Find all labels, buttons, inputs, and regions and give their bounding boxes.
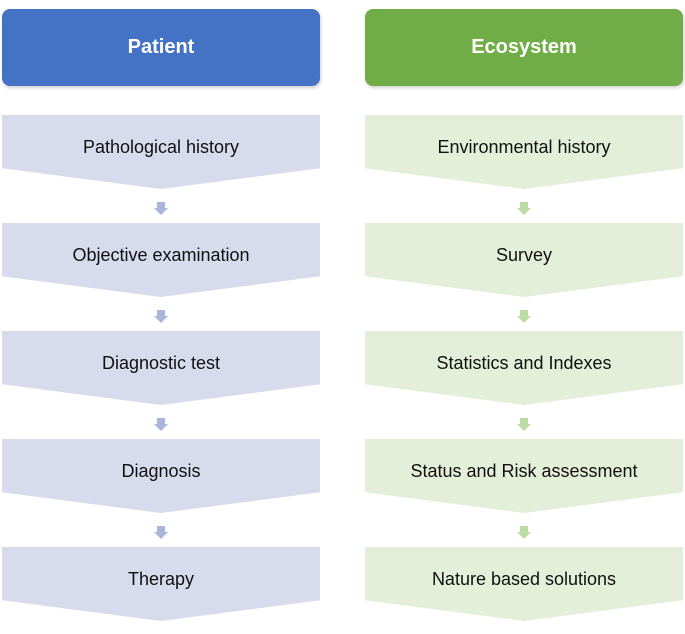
down-arrow-icon — [154, 418, 168, 432]
ecosystem-step-survey: Survey — [365, 223, 683, 297]
down-arrow-icon — [517, 202, 531, 216]
patient-column: Patient Pathological history Objective e… — [2, 0, 320, 634]
ecosystem-step-status-and-risk-assessment: Status and Risk assessment — [365, 439, 683, 513]
ecosystem-header: Ecosystem — [365, 9, 683, 86]
down-arrow-icon — [154, 202, 168, 216]
down-arrow-icon — [154, 310, 168, 324]
ecosystem-step-nature-based-solutions: Nature based solutions — [365, 547, 683, 621]
patient-step-diagnostic-test: Diagnostic test — [2, 331, 320, 405]
patient-header: Patient — [2, 9, 320, 86]
ecosystem-column: Ecosystem Environmental history Survey S… — [365, 0, 683, 634]
down-arrow-icon — [517, 526, 531, 540]
patient-step-objective-examination: Objective examination — [2, 223, 320, 297]
patient-step-therapy: Therapy — [2, 547, 320, 621]
patient-step-pathological-history: Pathological history — [2, 115, 320, 189]
ecosystem-step-environmental-history: Environmental history — [365, 115, 683, 189]
down-arrow-icon — [517, 418, 531, 432]
down-arrow-icon — [517, 310, 531, 324]
down-arrow-icon — [154, 526, 168, 540]
ecosystem-step-statistics-and-indexes: Statistics and Indexes — [365, 331, 683, 405]
patient-step-diagnosis: Diagnosis — [2, 439, 320, 513]
